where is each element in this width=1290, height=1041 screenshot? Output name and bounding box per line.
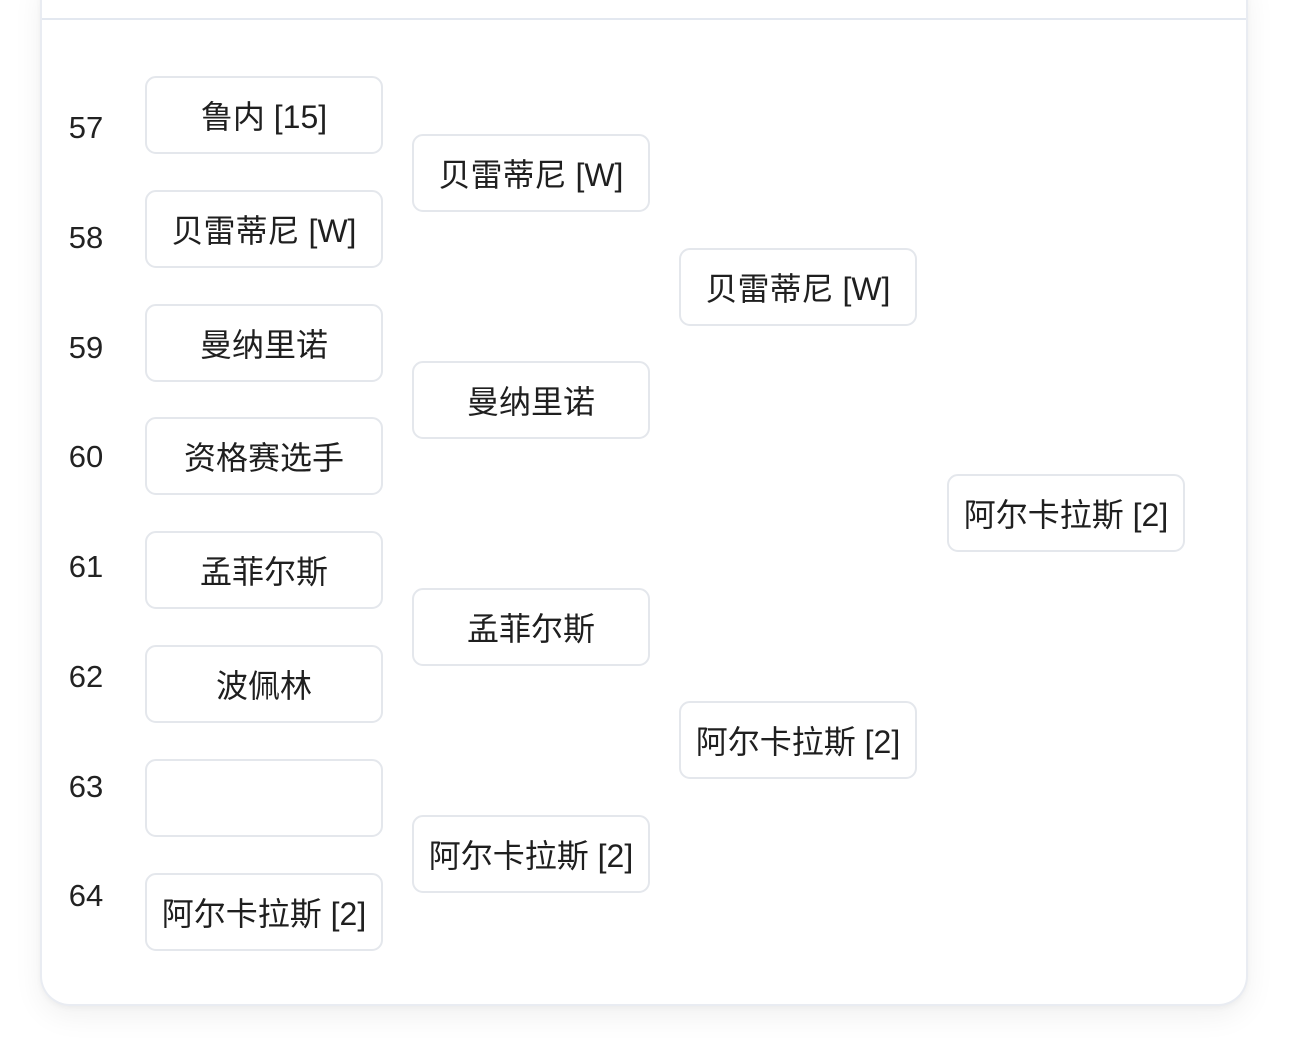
round4-player-slot[interactable]: 阿尔卡拉斯 [2]	[947, 474, 1185, 552]
round3-player-slot[interactable]: 贝雷蒂尼 [W]	[679, 248, 917, 326]
seed-number: 58	[68, 220, 104, 255]
round1-player-slot[interactable]: 波佩林	[145, 645, 383, 723]
seed-number: 61	[68, 549, 104, 584]
seed-number: 64	[68, 878, 104, 913]
seed-number: 63	[68, 769, 104, 804]
round2-player-slot[interactable]: 曼纳里诺	[412, 361, 650, 439]
round1-player-slot[interactable]: 贝雷蒂尼 [W]	[145, 190, 383, 268]
seed-number: 62	[68, 659, 104, 694]
round3-player-slot[interactable]: 阿尔卡拉斯 [2]	[679, 701, 917, 779]
seed-number: 59	[68, 330, 104, 365]
round2-player-slot[interactable]: 孟菲尔斯	[412, 588, 650, 666]
round1-player-slot[interactable]: 孟菲尔斯	[145, 531, 383, 609]
round1-player-slot[interactable]: 鲁内 [15]	[145, 76, 383, 154]
round1-player-slot[interactable]	[145, 759, 383, 837]
round1-player-slot[interactable]: 资格赛选手	[145, 417, 383, 495]
round1-player-slot[interactable]: 曼纳里诺	[145, 304, 383, 382]
round2-player-slot[interactable]: 贝雷蒂尼 [W]	[412, 134, 650, 212]
header-divider	[42, 18, 1246, 20]
seed-number: 57	[68, 110, 104, 145]
seed-number: 60	[68, 439, 104, 474]
round2-player-slot[interactable]: 阿尔卡拉斯 [2]	[412, 815, 650, 893]
round1-player-slot[interactable]: 阿尔卡拉斯 [2]	[145, 873, 383, 951]
